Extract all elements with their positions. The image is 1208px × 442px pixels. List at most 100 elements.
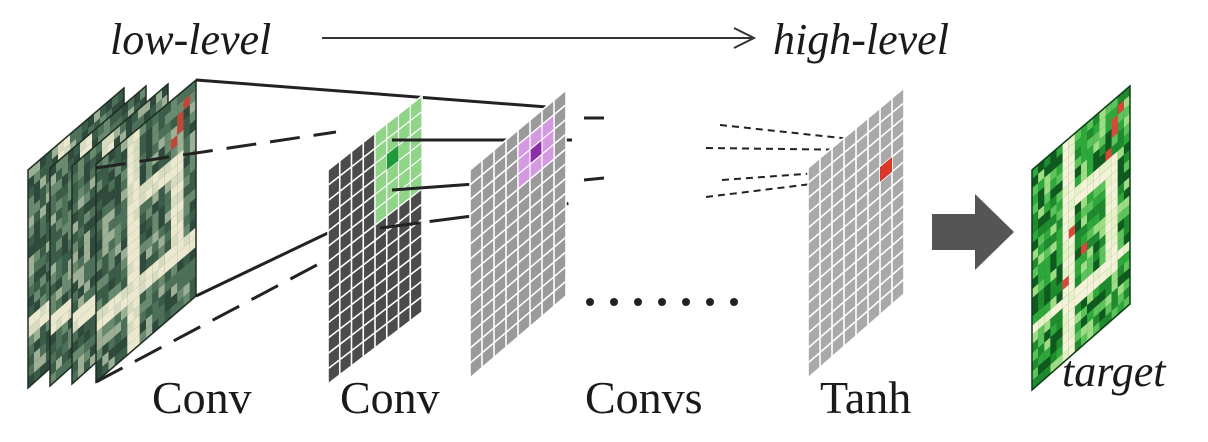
input-map-4-cell <box>177 159 184 175</box>
target-map-cell <box>1081 286 1088 302</box>
input-map-4-cell <box>139 161 146 177</box>
input-map-3-cell <box>84 249 90 265</box>
input-map-4-cell <box>158 175 165 191</box>
input-map-4-cell <box>114 340 121 356</box>
target-map-cell <box>1038 278 1045 293</box>
target-map-cell <box>1032 311 1039 326</box>
input-map-3-cell <box>84 348 90 364</box>
input-map-4-cell <box>146 136 153 152</box>
input-map-4-cell <box>121 276 128 292</box>
target-map-cell <box>1074 328 1081 344</box>
input-map-2-cell <box>134 91 140 106</box>
input-map-4-cell <box>96 267 103 283</box>
input-map-4-cell <box>183 262 190 278</box>
target-map-cell <box>1044 200 1051 215</box>
input-map-1-cell <box>34 258 40 274</box>
input-map-3-cell <box>150 94 156 110</box>
input-map-4-cell <box>139 141 146 157</box>
input-map-1-cell <box>34 367 40 383</box>
input-map-3-cell <box>78 353 84 369</box>
input-map-4-cell <box>133 265 140 281</box>
input-map-4-cell <box>152 279 159 295</box>
input-map-4-cell <box>171 203 178 220</box>
input-map-1-cell <box>46 159 52 175</box>
input-map-4-cell <box>164 238 171 254</box>
input-map-3-cell <box>90 204 96 220</box>
target-map-cell <box>1081 268 1088 284</box>
input-map-4-cell <box>164 209 171 225</box>
target-map-cell <box>1062 175 1069 190</box>
target-map-border <box>1031 84 1131 392</box>
target-map-cell <box>1117 291 1124 306</box>
target-red-cell <box>1068 224 1075 239</box>
input-map-4-cell <box>102 282 109 298</box>
target-map-cell <box>1062 330 1069 345</box>
target-map-cell <box>1087 190 1094 205</box>
target-map-cell <box>1038 324 1045 339</box>
target-map-cell <box>1032 265 1039 280</box>
input-map-2-cell <box>50 301 56 317</box>
target-map-cell <box>1117 91 1124 106</box>
target-map-cell <box>1038 223 1045 238</box>
input-map-4-cell <box>146 225 153 241</box>
input-map-4-cell <box>114 202 121 218</box>
input-map-2-cell <box>104 116 110 132</box>
input-map-4-cell <box>108 326 115 342</box>
input-map-2-cell <box>50 182 56 198</box>
target-map-cell <box>1056 143 1063 159</box>
target-map-cell <box>1087 327 1094 342</box>
input-map-4-cell <box>121 137 128 153</box>
target-map-cell <box>1087 181 1094 196</box>
connector-line <box>195 78 561 110</box>
input-map-3-cell <box>96 150 102 166</box>
input-map-4-cell <box>121 295 128 312</box>
input-map-4-cell <box>152 121 159 137</box>
target-map-cell <box>1123 213 1130 228</box>
input-map-4-cell <box>171 115 178 131</box>
target-map-cell <box>1074 191 1081 207</box>
input-map-1-cell <box>34 347 40 363</box>
input-map-3-cell <box>72 319 78 335</box>
input-map-2-cell <box>62 172 68 188</box>
target-map-cell <box>1093 239 1100 255</box>
input-map-4 <box>95 78 197 384</box>
input-map-1-cell <box>28 273 34 289</box>
target-map-cell <box>1087 254 1094 269</box>
input-map-4-cell <box>114 281 121 297</box>
target-map-cell <box>1105 156 1112 171</box>
input-map-4-cell <box>139 230 146 246</box>
target-map-cell <box>1044 273 1051 288</box>
input-map-4-cell <box>121 335 128 351</box>
target-map-cell <box>1074 219 1081 234</box>
target-map-cell <box>1032 320 1039 335</box>
target-map-cell <box>1032 338 1039 354</box>
target-map-cell <box>1044 328 1051 343</box>
target-map-cell <box>1093 321 1100 337</box>
input-map-1-cell <box>76 123 82 139</box>
target-map-cell <box>1105 110 1112 126</box>
input-map-4-cell <box>146 166 153 182</box>
input-map-4-cell <box>164 110 171 126</box>
target-map-cell <box>1093 176 1100 191</box>
input-map-3-cell <box>78 165 84 181</box>
input-map-4-cell <box>114 162 121 178</box>
input-map-4-cell <box>127 290 134 306</box>
target-map-cell <box>1105 129 1112 144</box>
input-map-4-cell <box>108 177 115 194</box>
input-map-1-cell <box>28 263 34 279</box>
target-map-cell <box>1117 209 1124 224</box>
target-map-cell <box>1068 288 1075 303</box>
target-map-cell <box>1032 283 1039 299</box>
input-map-2-cell <box>56 306 62 322</box>
target-map-cell <box>1081 305 1088 320</box>
input-map-1-cell <box>40 352 46 368</box>
input-map-3-cell <box>90 155 96 171</box>
target-map-cell <box>1074 246 1081 262</box>
input-map-3-cell <box>84 358 90 374</box>
input-map-4-cell <box>152 308 159 324</box>
input-map-4-cell <box>189 286 196 302</box>
input-map-3-cell <box>72 250 78 266</box>
input-map-4-cell <box>183 213 190 229</box>
target-map-cell <box>1068 279 1075 294</box>
input-map-4-cell <box>164 120 171 136</box>
